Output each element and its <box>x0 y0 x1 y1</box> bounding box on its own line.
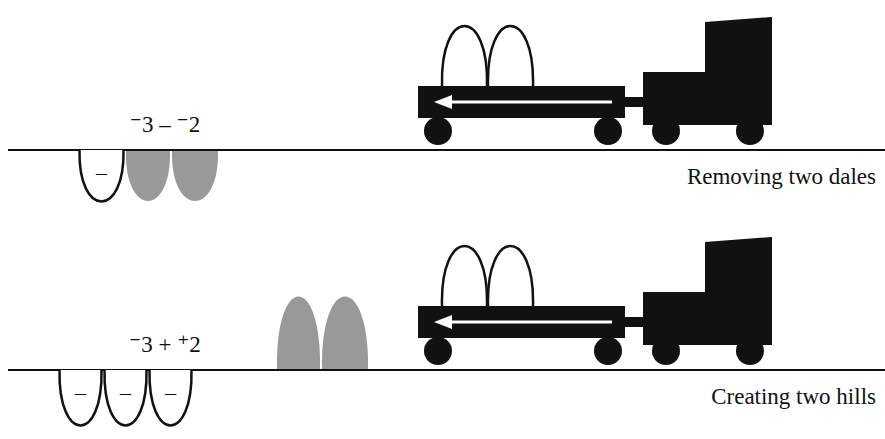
dale-outline: – <box>148 370 193 426</box>
ground-line <box>8 149 885 151</box>
minus-sign: – <box>103 382 148 404</box>
expression-label: ⁻3 – ⁻2 <box>130 112 200 138</box>
truck <box>418 237 772 365</box>
dale-outline: – <box>78 150 125 202</box>
caption-label: Creating two hills <box>711 384 876 410</box>
grey-dale <box>172 150 218 201</box>
expression-label: ⁻3 + ⁺2 <box>129 332 201 358</box>
dale-outline: – <box>58 370 103 426</box>
dale-outline: – <box>103 370 148 426</box>
grey-dale <box>126 150 170 201</box>
grey-hill <box>277 297 320 371</box>
minus-sign: – <box>148 382 193 404</box>
truck <box>418 17 772 145</box>
minus-sign: – <box>58 382 103 404</box>
minus-sign: – <box>78 162 125 184</box>
grey-hill <box>322 297 368 371</box>
caption-label: Removing two dales <box>687 164 876 190</box>
